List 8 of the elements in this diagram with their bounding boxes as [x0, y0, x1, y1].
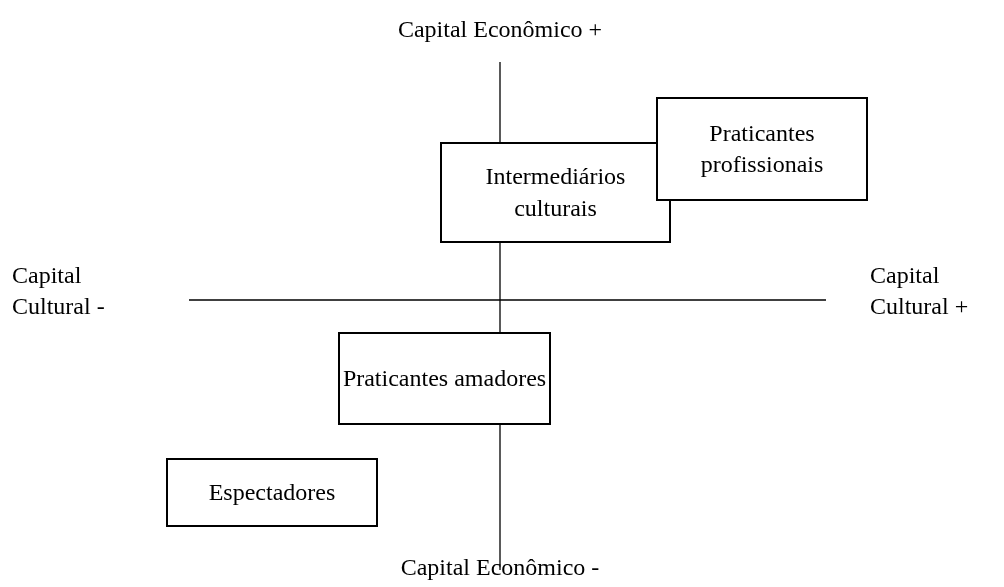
axis-label: Capital Econômico +: [396, 15, 604, 44]
group-box: Espectadores: [166, 458, 378, 527]
group-box: Intermediários culturais: [440, 142, 671, 243]
group-box: Praticantes profissionais: [656, 97, 868, 201]
group-box: Praticantes amadores: [338, 332, 551, 425]
axis-label: Capital Cultural +: [870, 261, 970, 322]
axis-label: Capital Econômico -: [399, 553, 601, 582]
axis-label: Capital Cultural -: [12, 261, 106, 322]
